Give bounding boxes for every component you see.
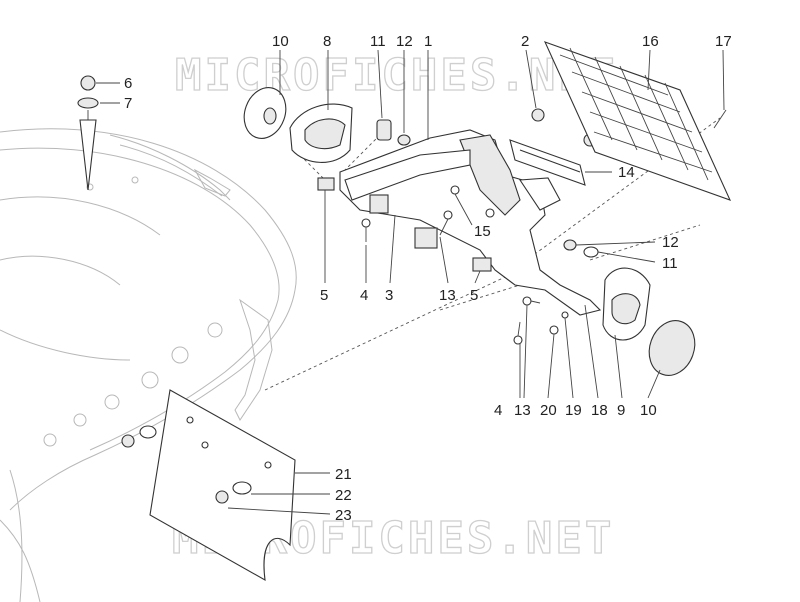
screw-4-lower	[513, 321, 523, 345]
callout-23: 23	[335, 507, 352, 524]
reflector-housing	[289, 103, 353, 163]
callout-10-upper: 10	[272, 33, 289, 50]
callout-15: 15	[474, 223, 491, 240]
rubber-pad-14	[509, 139, 586, 186]
screw-17	[713, 109, 727, 129]
license-plate-21	[149, 389, 296, 582]
lens-cover-lower	[648, 320, 696, 376]
plate-holder-bracket	[339, 129, 602, 316]
clip-5-upper	[317, 177, 335, 191]
reflector-housing-9	[602, 267, 651, 341]
callout-8: 8	[323, 33, 331, 50]
callout-4-upper: 4	[360, 287, 368, 304]
screw-15a	[450, 185, 460, 195]
callout-12-lower: 12	[662, 234, 679, 251]
callout-13-upper: 13	[439, 287, 456, 304]
washer-left	[139, 425, 157, 439]
plate-frame-16	[543, 41, 732, 201]
screw-15b	[485, 208, 495, 218]
callout-22: 22	[335, 487, 352, 504]
callout-1: 1	[424, 33, 432, 50]
washer-12-lower	[563, 239, 577, 251]
callout-13-lower: 13	[514, 402, 531, 419]
callout-18: 18	[591, 402, 608, 419]
lens-cover-upper	[243, 87, 287, 139]
washer-12-upper	[397, 134, 411, 146]
callout-4-lower: 4	[494, 402, 502, 419]
screw-4-upper	[361, 218, 371, 242]
spacer-11-upper	[376, 119, 392, 141]
callout-2: 2	[521, 33, 529, 50]
callout-20: 20	[540, 402, 557, 419]
callout-7: 7	[124, 95, 132, 112]
clip-nut-upper	[369, 194, 389, 214]
watermark-top: MICROFICHES.NET	[175, 50, 617, 101]
clip-5-lower	[472, 257, 492, 272]
leader-lines	[96, 49, 725, 515]
callout-9: 9	[617, 402, 625, 419]
callout-16: 16	[642, 33, 659, 50]
callout-11-lower: 11	[662, 255, 678, 272]
spacer-11-lower	[583, 246, 599, 258]
callout-14: 14	[618, 164, 635, 181]
callout-6: 6	[124, 75, 132, 92]
callout-17: 17	[715, 33, 732, 50]
callout-19: 19	[565, 402, 582, 419]
washer-22	[232, 481, 252, 495]
screw-13-upper	[439, 210, 453, 236]
rear-body-outline	[0, 128, 297, 602]
callout-5-lower: 5	[470, 287, 478, 304]
callout-3: 3	[385, 287, 393, 304]
nut-20	[549, 325, 559, 335]
callout-21: 21	[335, 466, 352, 483]
clip-nut-3	[414, 227, 438, 249]
callout-11-upper: 11	[370, 33, 386, 50]
nut-23	[215, 490, 229, 504]
nut-left	[121, 434, 135, 448]
callout-10-lower: 10	[640, 402, 657, 419]
screw-13-lower	[522, 296, 541, 306]
callout-5-upper: 5	[320, 287, 328, 304]
washer-7	[77, 97, 99, 109]
bulb-19	[561, 311, 569, 319]
callout-12-upper: 12	[396, 33, 413, 50]
screw-6	[80, 75, 96, 91]
bolt-2a	[531, 108, 545, 122]
